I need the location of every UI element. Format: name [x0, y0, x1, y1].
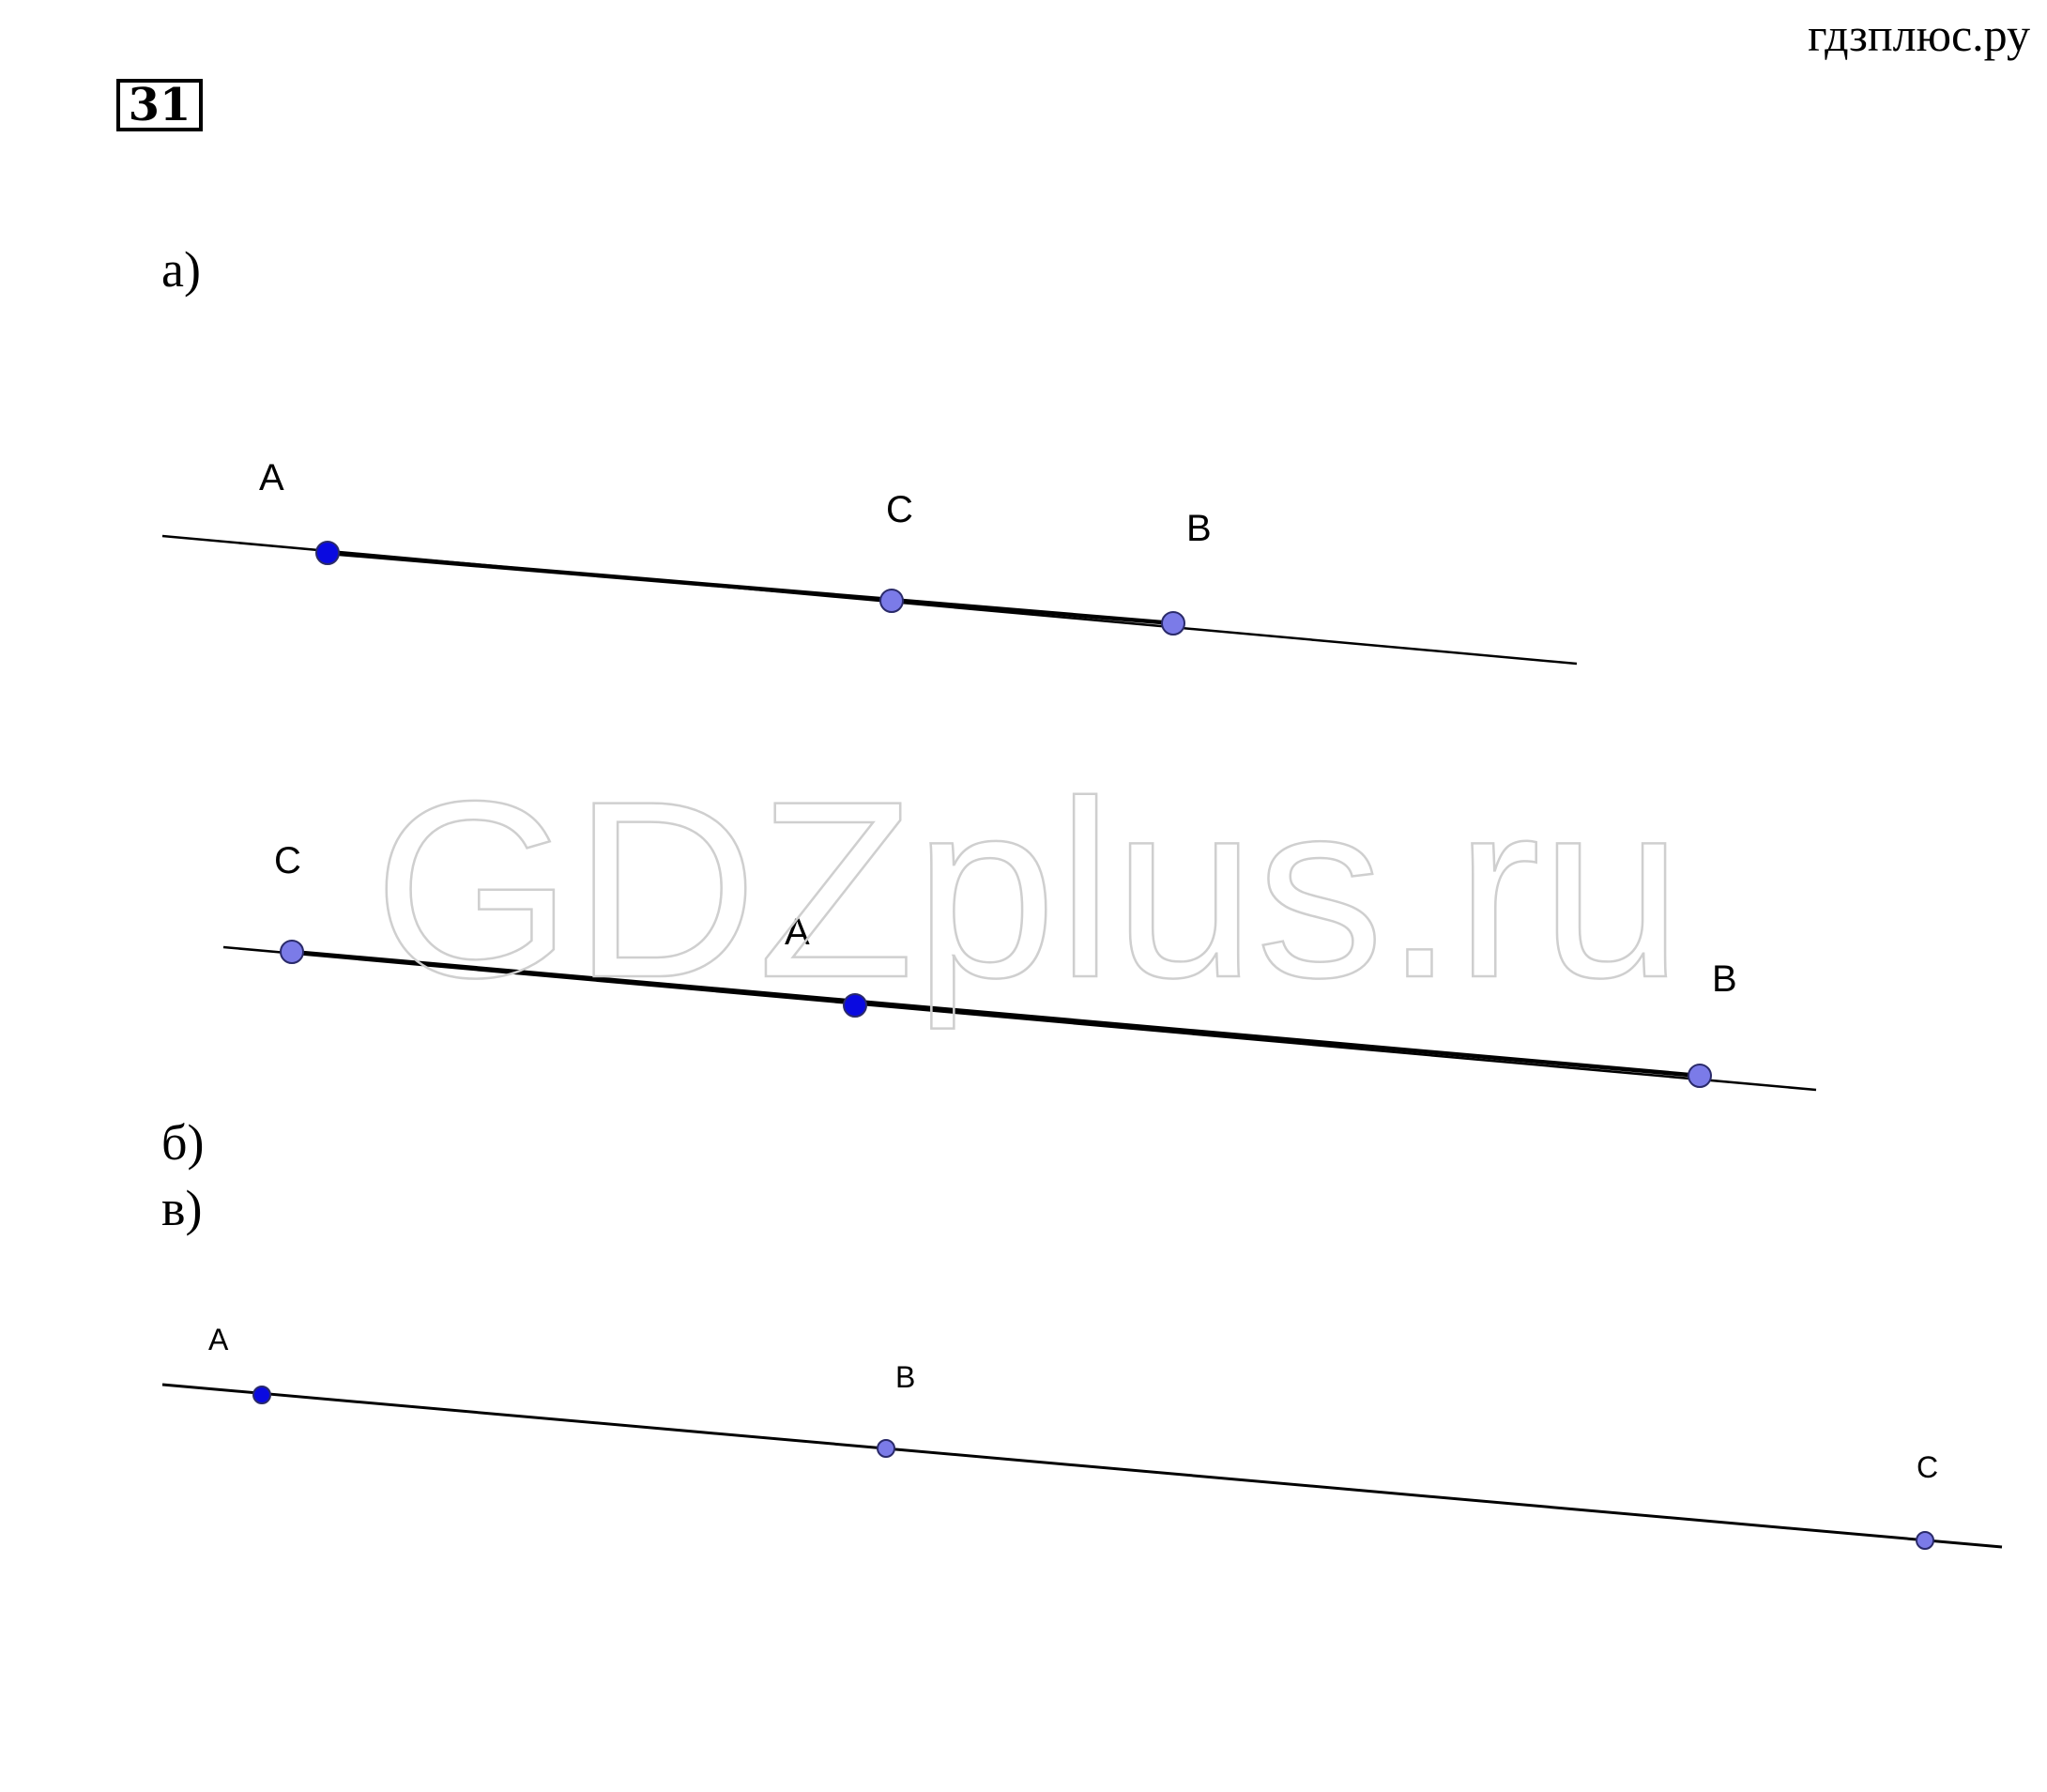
site-name: гдзплюс.ру: [1808, 8, 2030, 61]
point-b-3-label: B: [1712, 958, 1737, 1000]
point-a-3-label: B: [1186, 508, 1212, 549]
task-number: 31: [116, 79, 203, 131]
point-a-1-label: A: [259, 457, 284, 498]
figure-c: A B C: [161, 1323, 2003, 1550]
part-c-label: в): [161, 1180, 203, 1236]
segment-b: [291, 949, 1701, 1079]
point-c-2-label: B: [895, 1360, 915, 1394]
line-c: [161, 1383, 2003, 1549]
part-b-label: б): [161, 1114, 205, 1171]
point-b-2: [843, 993, 867, 1018]
point-c-2: [877, 1439, 895, 1458]
figure-b: C A B: [222, 840, 1817, 1092]
point-a-2: [879, 589, 904, 613]
point-c-3-label: C: [1917, 1450, 1938, 1484]
point-b-2-label: A: [785, 911, 810, 953]
point-c-1-label: A: [208, 1323, 229, 1356]
point-a-3: [1161, 611, 1185, 636]
point-c-1: [252, 1386, 271, 1404]
part-a-label: а): [161, 241, 201, 298]
point-a-2-label: C: [886, 489, 913, 530]
segment-a: [327, 550, 1174, 626]
point-a-1: [315, 541, 340, 565]
watermark: GDZplus.ru: [374, 748, 1683, 1032]
point-b-1: [280, 940, 304, 964]
figure-a: A C B: [161, 457, 1578, 666]
point-b-1-label: C: [274, 840, 301, 881]
point-b-3: [1688, 1064, 1712, 1088]
point-c-3: [1916, 1531, 1934, 1550]
